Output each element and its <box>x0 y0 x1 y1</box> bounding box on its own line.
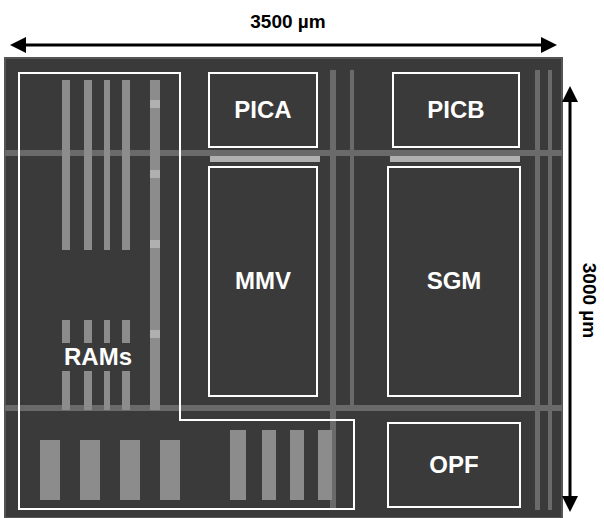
dimension-label: 3000 µm <box>579 259 600 340</box>
circuit-block: PICA <box>208 72 318 148</box>
circuit-block: MMV <box>208 166 318 397</box>
memory-region: RAMs <box>18 72 355 510</box>
region-outline <box>18 72 355 510</box>
block-label: PICB <box>424 96 487 124</box>
block-label: MMV <box>232 267 294 295</box>
block-label: SGM <box>424 267 485 295</box>
circuit-block: PICB <box>392 72 520 148</box>
block-label: PICA <box>231 96 294 124</box>
circuit-block: OPF <box>387 422 521 508</box>
circuit-block: SGM <box>387 166 521 397</box>
dimension-label: 3500 µm <box>247 12 328 33</box>
block-label: RAMs <box>61 343 135 371</box>
block-label: OPF <box>426 451 481 479</box>
